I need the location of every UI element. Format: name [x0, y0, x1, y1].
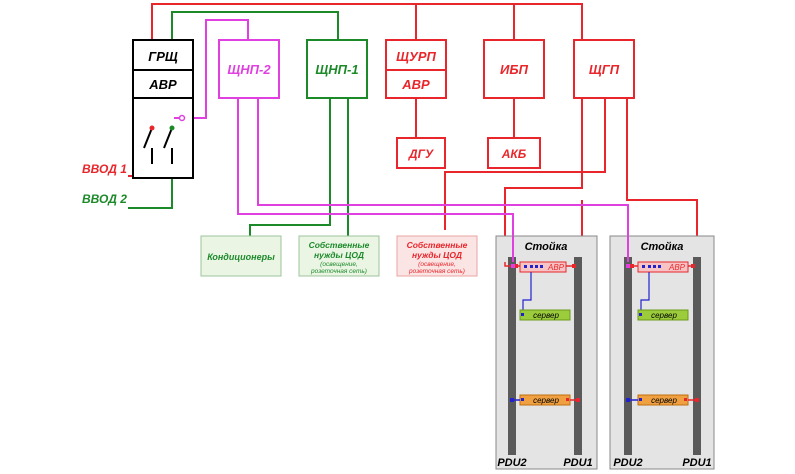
switch-1: [143, 127, 153, 149]
main-panel-title: ГРЩ: [148, 49, 178, 64]
rack-1-server-top: [519, 309, 571, 321]
rack-1-server-top-label: сервер: [533, 311, 559, 320]
load-conditioners-label: Кондиционеры: [207, 252, 275, 262]
load-own-needs-red: Собственные нужды ЦОД (освещение, розето…: [396, 235, 478, 277]
rack-1-server-bottom-label: сервер: [533, 396, 559, 405]
panel-shchnp2: ЩНП-2: [218, 39, 280, 99]
switch-2: [163, 127, 173, 149]
main-feed-red: [151, 3, 583, 40]
rack-1-pdu2: [508, 257, 516, 455]
rack-2-pdu1-label: PDU1: [682, 457, 711, 469]
panel-ibp: ИБП: [483, 39, 545, 99]
panel-shchnp2-label: ЩНП-2: [227, 62, 271, 77]
panel-dgu: ДГУ: [396, 137, 446, 169]
rack-2-pdu2-label: PDU2: [613, 457, 642, 469]
rack-1: Стойка АВР сервер сервер PDU2 PDU1: [495, 235, 598, 470]
shchgp-feed-2: [626, 98, 698, 262]
rack-1-avr-label: АВР: [547, 263, 565, 272]
rack-2-server-top-label: сервер: [651, 311, 677, 320]
panel-akb: АКБ: [487, 137, 541, 169]
own-needs-green-line4: розеточная сеть): [310, 268, 367, 275]
panel-akb-label: АКБ: [501, 147, 527, 161]
panel-dgu-label: ДГУ: [408, 147, 434, 161]
own-needs-green-line3: (освещение,: [320, 261, 358, 268]
panel-shchnp1-label: ЩНП-1: [315, 62, 358, 77]
rack-2: Стойка АВР сервер сервер PDU2 PDU1: [609, 235, 715, 470]
own-needs-red-line1: Собственные: [407, 240, 468, 250]
magenta-rack-drops: [512, 236, 629, 262]
panel-shchurp: ЩУРП АВР: [385, 39, 447, 99]
panel-shchurp-label: ЩУРП: [396, 49, 436, 64]
rack-2-avr-label: АВР: [668, 263, 686, 272]
own-needs-red-line3: (освещение,: [418, 261, 456, 268]
panel-shchgp: ЩГП: [573, 39, 635, 99]
own-needs-red-line4: розеточная сеть): [408, 268, 465, 275]
own-needs-green-line1: Собственные: [309, 240, 370, 250]
rack-2-pdu2: [624, 257, 632, 455]
rack-1-pdu2-label: PDU2: [497, 457, 526, 469]
rack-2-title: Стойка: [641, 241, 684, 253]
rack-2-pdu1: [693, 257, 701, 455]
main-panel-avr: АВР: [148, 77, 177, 92]
panel-ibp-label: ИБП: [500, 62, 529, 77]
panel-shchgp-label: ЩГП: [589, 62, 620, 77]
shchnp1-feed-1: [249, 98, 331, 236]
input1-label: ВВОД 1: [82, 162, 127, 176]
rack-2-server-bottom-label: сервер: [651, 396, 677, 405]
load-conditioners: Кондиционеры: [200, 235, 282, 277]
panel-shchurp-avr-label: АВР: [401, 77, 430, 92]
main-feed-green: [171, 11, 339, 40]
load-own-needs-green: Собственные нужды ЦОД (освещение, розето…: [298, 235, 380, 277]
own-needs-green-line2: нужды ЦОД: [314, 250, 364, 260]
panel-shchnp1: ЩНП-1: [306, 39, 368, 99]
shchnp2-feed: [182, 19, 249, 119]
shchgp-feed-1: [504, 98, 583, 230]
rack-1-pdu1: [574, 257, 582, 455]
own-needs-red-line2: нужды ЦОД: [412, 250, 462, 260]
input2-label: ВВОД 2: [82, 192, 127, 206]
rack-1-title: Стойка: [525, 241, 568, 253]
rack-2-server-top: [637, 309, 689, 321]
rack-1-pdu1-label: PDU1: [563, 457, 592, 469]
rack-2-avr: [637, 261, 689, 273]
main-panel-grshch: ГРЩ АВР: [132, 39, 194, 179]
